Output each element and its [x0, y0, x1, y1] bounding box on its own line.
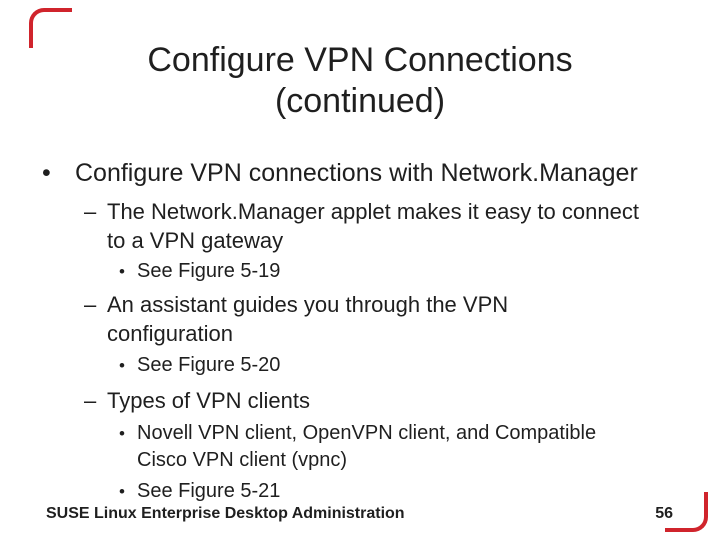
slide-title: Configure VPN Connections (continued) — [147, 41, 573, 120]
bullet-marker: • — [42, 159, 51, 187]
dash-marker: – — [84, 199, 97, 224]
bullet-item-level-3: • See Figure 5-21 — [0, 478, 704, 505]
bullet-text: Novell VPN client, OpenVPN client, and C… — [137, 422, 597, 471]
footer-page-number: 56 — [655, 505, 673, 522]
bullet-marker: • — [119, 262, 125, 281]
footer-course-title: SUSE Linux Enterprise Desktop Administra… — [46, 505, 405, 522]
bullet-text: See Figure 5-20 — [137, 354, 281, 376]
red-corner-top-left-decoration — [29, 8, 72, 48]
bullet-text: See Figure 5-19 — [137, 260, 281, 282]
bullet-item-level-3: • See Figure 5-19 — [0, 258, 704, 285]
bullet-text: Types of VPN clients — [107, 388, 310, 413]
bullet-item-level-3: • Novell VPN client, OpenVPN client, and … — [0, 420, 704, 474]
bullet-marker: • — [119, 424, 125, 443]
bullet-item-level-2: –Types of VPN clients — [0, 386, 704, 415]
bullet-text: The Network.Manager applet makes it easy… — [107, 199, 639, 253]
slide-footer: SUSE Linux Enterprise Desktop Administra… — [46, 504, 673, 524]
bullet-item-level-2: –The Network.Manager applet makes it eas… — [0, 197, 704, 255]
bullet-text: See Figure 5-21 — [137, 480, 281, 502]
bullet-item-level-3: • See Figure 5-20 — [0, 352, 704, 379]
bullet-marker: • — [119, 482, 125, 501]
dash-marker: – — [84, 388, 97, 413]
bullet-item-level-2: –An assistant guides you through the VPN… — [0, 290, 704, 348]
bullet-item-level-1: • Configure VPN connections with Network.… — [0, 158, 704, 188]
bullet-text: An assistant guides you through the VPN … — [107, 292, 509, 346]
red-corner-bottom-right-decoration — [665, 492, 708, 532]
dash-marker: – — [84, 292, 97, 317]
bullet-text: Configure VPN connections with Network.M… — [75, 159, 638, 187]
bullet-list: • Configure VPN connections with Network.… — [0, 158, 704, 505]
bullet-marker: • — [119, 356, 125, 375]
